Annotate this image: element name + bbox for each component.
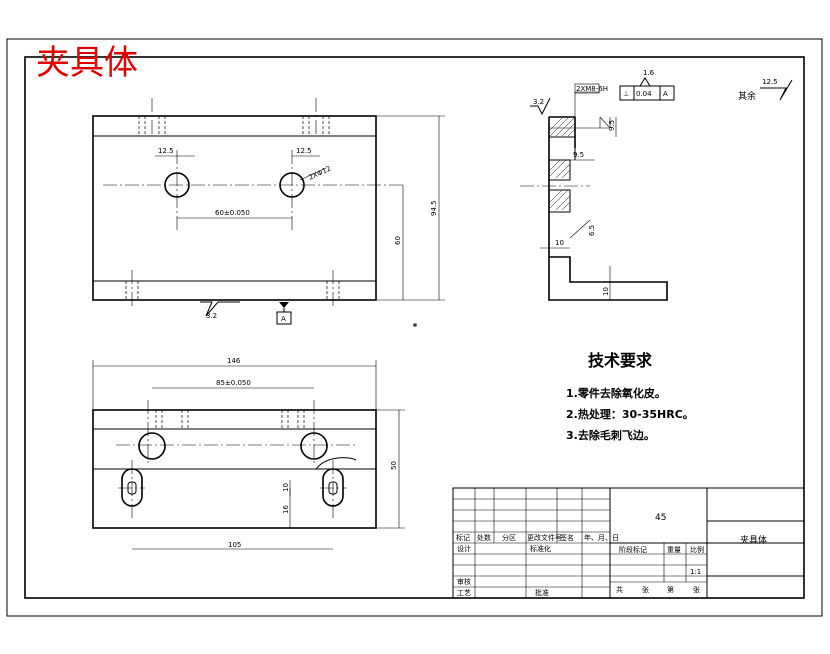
label-scale: 比例 <box>690 545 704 554</box>
label-standardization: 标准化 <box>530 544 551 553</box>
section-view: 2XM8-6H ⊥ 0.04 A 1.6 3.2 9.5 9.5 6.5 10 … <box>520 69 793 301</box>
other-roughness-label: 其余 <box>738 90 756 102</box>
dim-slot: 10 <box>282 483 290 492</box>
part-name: 夹具体 <box>740 534 767 546</box>
other-roughness-value: 12.5 <box>762 78 778 86</box>
hdr-change-doc: 更改文件号 <box>527 533 562 542</box>
roughness-left: 3.2 <box>533 98 544 106</box>
tolerance-value: 0.04 <box>636 90 652 98</box>
dim-thread: 6.5 <box>588 225 596 236</box>
title-block: 45 夹具体 标记 处数 分区 更改文件号 签名 年、月、日 设计 标准化 审核… <box>452 487 805 599</box>
hdr-date: 年、月、日 <box>584 533 619 542</box>
dim-spacing: 60±0.050 <box>215 209 250 217</box>
dim-wall: 10 <box>555 239 564 247</box>
dim-hole-left: 12.5 <box>158 147 174 155</box>
hdr-zone: 分区 <box>502 533 516 542</box>
top-view: 12.5 12.5 2XΦ12 60±0.050 60 94.5 3.2 A <box>92 98 445 327</box>
label-process: 工艺 <box>457 589 471 597</box>
datum-a: A <box>281 315 286 323</box>
label-sheets-2: 张 <box>693 585 700 594</box>
tech-item-2: 2.热处理：30-35HRC。 <box>566 407 694 421</box>
label-stage-mark: 阶段标记 <box>619 545 647 554</box>
dim-length: 146 <box>227 357 241 365</box>
front-view: 146 85±0.050 10 16 50 105 <box>92 357 405 550</box>
dim-height-total: 94.5 <box>430 200 438 216</box>
tolerance-roughness: 1.6 <box>643 69 655 77</box>
dim-front-spacing: 85±0.050 <box>216 379 251 387</box>
label-number: 第 <box>667 585 674 594</box>
dim-bottom: 105 <box>228 541 241 549</box>
dim-slot-offset: 16 <box>282 505 290 514</box>
outer-frame <box>6 38 823 617</box>
label-review: 审核 <box>457 577 471 586</box>
label-sheets-1: 张 <box>642 585 649 594</box>
thread-label: 2XM8-6H <box>576 85 608 93</box>
dim-height-inner: 60 <box>394 236 402 245</box>
label-approve: 批准 <box>535 588 549 597</box>
dim-base: 10 <box>602 287 610 296</box>
dim-hole-right: 12.5 <box>296 147 312 155</box>
inner-frame <box>24 56 805 599</box>
scale-value: 1:1 <box>690 568 701 576</box>
material: 45 <box>655 513 666 523</box>
label-design: 设计 <box>457 544 471 553</box>
drawing-title: 夹具体 <box>36 43 138 83</box>
dim-diameter: 2XΦ12 <box>307 165 332 182</box>
hdr-mark: 标记 <box>456 533 470 542</box>
hdr-sign: 签名 <box>560 533 574 542</box>
tech-heading: 技术要求 <box>588 351 653 370</box>
technical-requirements: 技术要求 1.零件去除氧化皮。 2.热处理：30-35HRC。 3.去除毛刺飞边… <box>566 351 694 442</box>
dim-height: 50 <box>390 461 398 470</box>
hdr-count: 处数 <box>477 533 491 542</box>
label-weight: 重量 <box>667 546 681 554</box>
dim-inner: 9.5 <box>573 151 584 159</box>
roughness-top: 3.2 <box>206 312 217 320</box>
tech-item-3: 3.去除毛刺飞边。 <box>566 428 655 442</box>
tech-item-1: 1.零件去除氧化皮。 <box>566 386 666 400</box>
label-total: 共 <box>616 585 623 594</box>
svg-text:⊥: ⊥ <box>623 90 629 98</box>
tolerance-datum: A <box>663 90 668 98</box>
dim-depth: 9.5 <box>608 120 616 131</box>
